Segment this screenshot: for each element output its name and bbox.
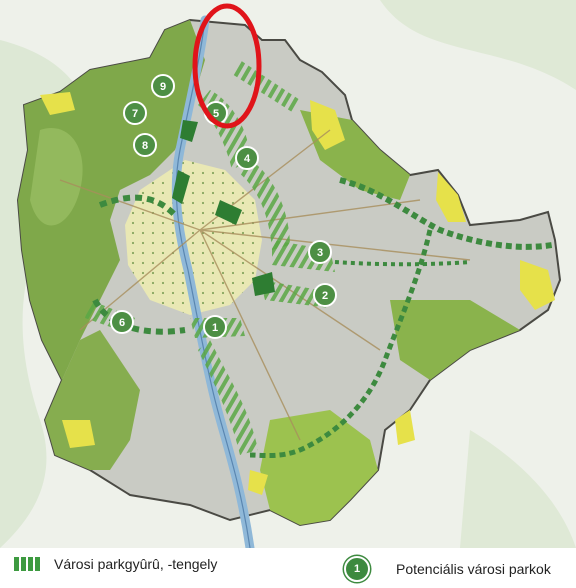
ring-northeast-segment xyxy=(339,177,553,250)
stripes-swatch-icon xyxy=(14,557,40,571)
park-marker-number: 5 xyxy=(213,108,219,120)
park-north-buda xyxy=(172,170,190,204)
ring-west-segment xyxy=(98,194,178,218)
park-marker-number: 3 xyxy=(317,247,323,259)
park-marker-circle xyxy=(110,310,134,334)
highlight-ellipse xyxy=(192,3,262,129)
legend: Városi parkgyûrû, -tengely 1 Potenciális… xyxy=(0,548,576,588)
park-varosliget xyxy=(215,200,242,225)
inner-city-dots xyxy=(125,160,262,315)
legend-park-ring-axes-label: Városi parkgyûrû, -tengely xyxy=(54,556,218,572)
yellow-patch-1 xyxy=(310,100,345,150)
park-marker-circle xyxy=(123,101,147,125)
park-marker-7: 7 xyxy=(123,101,147,125)
park-marker-number: 9 xyxy=(160,81,166,93)
ring-east-axis xyxy=(334,260,471,267)
park-marker-number: 4 xyxy=(244,153,251,165)
park-marker-number: 2 xyxy=(322,290,328,302)
park-marker-number: 7 xyxy=(132,108,138,120)
southeast-forest xyxy=(260,410,378,525)
buda-hills-lighter xyxy=(30,128,83,226)
ring-east-segment xyxy=(249,229,433,459)
yellow-patch-6 xyxy=(248,470,268,495)
yellow-patch-3 xyxy=(520,260,555,310)
park-marker-number: 1 xyxy=(212,322,218,334)
park-marker-circle xyxy=(308,240,332,264)
park-marker-8: 8 xyxy=(133,133,157,157)
budapest-green-network-map: 1 2 3 4 5 6 7 8 9 xyxy=(0,0,576,548)
legend-potential-parks: 1 Potenciális városi parkok xyxy=(344,556,551,582)
outer-green-area-northeast xyxy=(380,0,576,90)
park-marker-circle xyxy=(313,283,337,307)
yellow-patch-2 xyxy=(436,172,466,222)
outer-green-area-southeast xyxy=(460,430,576,548)
legend-potential-parks-label: Potenciális városi parkok xyxy=(396,561,551,577)
ring-southwest-segment xyxy=(92,298,186,335)
park-marker-6: 6 xyxy=(110,310,134,334)
park-marker-number: 8 xyxy=(142,140,148,152)
park-marker-circle xyxy=(203,315,227,339)
danube-river-centerline xyxy=(175,19,251,548)
legend-park-ring-axes: Városi parkgyûrû, -tengely xyxy=(14,556,217,572)
park-marker-number: 6 xyxy=(119,317,125,329)
park-marker-circle xyxy=(151,74,175,98)
park-marker-1: 1 xyxy=(203,315,227,339)
park-marker-4: 4 xyxy=(235,146,259,170)
yellow-patch-7 xyxy=(40,92,75,115)
yellow-patch-4 xyxy=(395,410,415,445)
east-forest xyxy=(390,300,520,380)
park-margaret-island xyxy=(180,120,198,142)
yellow-patch-5 xyxy=(62,420,95,448)
park-marker-3: 3 xyxy=(308,240,332,264)
park-marker-9: 9 xyxy=(151,74,175,98)
park-marker-2: 2 xyxy=(313,283,337,307)
park-marker-circle xyxy=(133,133,157,157)
numbered-badge-icon: 1 xyxy=(344,556,370,582)
park-nepliget xyxy=(252,272,275,296)
park-marker-circle xyxy=(235,146,259,170)
